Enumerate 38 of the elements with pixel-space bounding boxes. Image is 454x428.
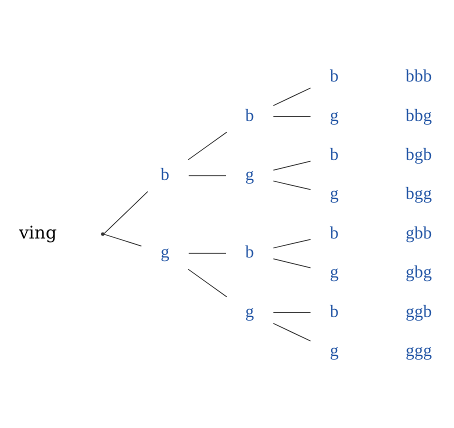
label: bgg bbox=[406, 182, 432, 203]
connector bbox=[188, 131, 228, 160]
connector bbox=[188, 268, 228, 297]
node-text: b bbox=[330, 144, 339, 164]
label: bbg bbox=[406, 104, 432, 124]
label: ggb bbox=[406, 300, 432, 320]
label: gbg bbox=[406, 261, 432, 282]
connector bbox=[272, 258, 311, 268]
node-point bbox=[101, 232, 104, 236]
node-text: g bbox=[245, 300, 254, 320]
connector bbox=[272, 160, 311, 170]
node-text: b bbox=[245, 241, 254, 262]
connector bbox=[272, 87, 311, 106]
node-text: g bbox=[160, 241, 170, 262]
node-text: b bbox=[330, 65, 339, 86]
connector bbox=[104, 233, 142, 246]
connector bbox=[272, 312, 311, 313]
label: bbb bbox=[406, 65, 432, 86]
connector bbox=[272, 180, 311, 190]
node-text: b bbox=[330, 222, 339, 242]
label: bgb bbox=[406, 144, 432, 164]
connector bbox=[272, 115, 311, 116]
node-text: g bbox=[330, 261, 339, 282]
node-text: g bbox=[330, 340, 339, 360]
connector bbox=[104, 190, 148, 234]
node-text: g bbox=[245, 164, 254, 184]
node-text: g bbox=[330, 182, 339, 203]
label: gbb bbox=[406, 222, 432, 242]
node-text: b bbox=[330, 300, 339, 320]
node-text: g bbox=[330, 104, 339, 124]
node-text: b bbox=[160, 164, 170, 184]
node-text: b bbox=[245, 104, 254, 124]
connector bbox=[188, 252, 226, 254]
label: ving bbox=[18, 222, 57, 243]
connector bbox=[272, 238, 311, 248]
connector bbox=[188, 174, 226, 176]
label: ggg bbox=[406, 340, 432, 360]
connector bbox=[272, 322, 311, 341]
